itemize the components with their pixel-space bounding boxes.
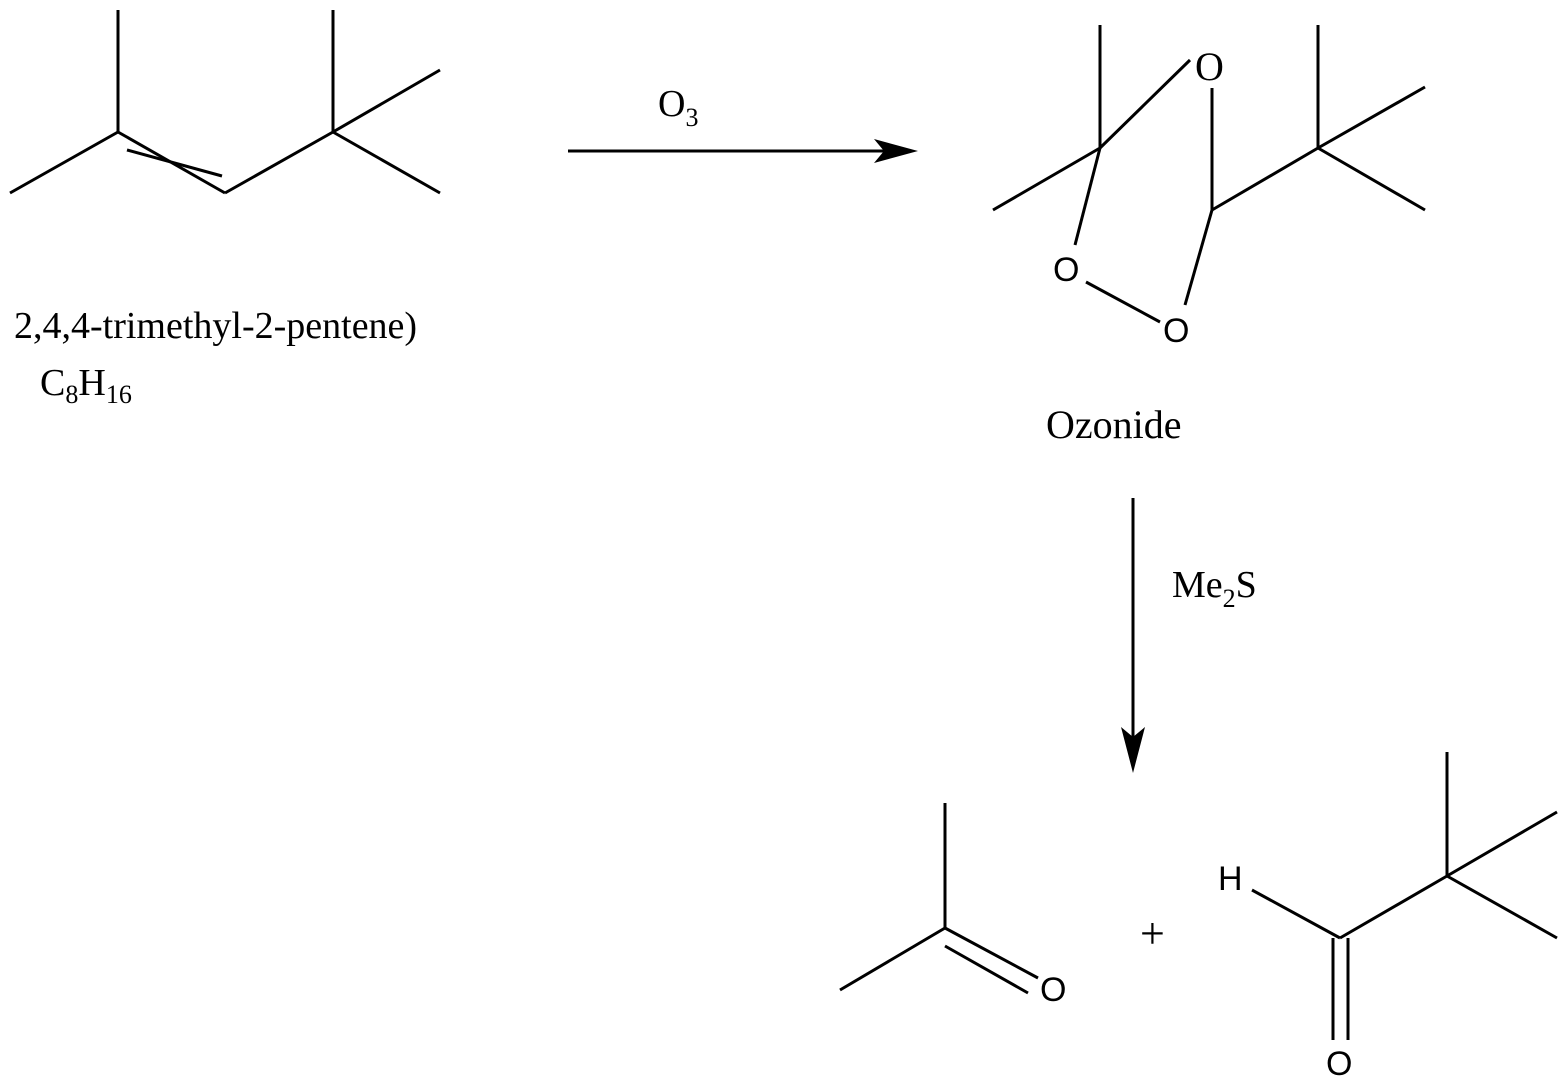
acetone-o: O	[1040, 971, 1066, 1009]
ozonide-label: Ozonide	[1046, 402, 1182, 447]
reactant-name: 2,4,4-trimethyl-2-pentene)	[14, 305, 417, 347]
reaction-arrow-right	[568, 139, 918, 163]
reagent-ozone: O3	[658, 83, 698, 132]
reactant-structure	[9, 10, 441, 195]
ozonide-o-bottom: O	[1163, 312, 1189, 350]
acetone-structure	[839, 803, 1039, 995]
reaction-arrow-down	[1121, 498, 1145, 773]
ozonide-structure	[992, 25, 1426, 324]
plus-sign: +	[1140, 909, 1165, 958]
aldehyde-structure	[1251, 752, 1558, 1040]
ozonide-o-left: O	[1053, 251, 1079, 289]
ozonide-o-top: O	[1195, 44, 1224, 89]
reactant-formula: C8H16	[40, 362, 132, 409]
aldehyde-h: H	[1218, 860, 1243, 898]
aldehyde-o: O	[1326, 1045, 1352, 1083]
reagent-dimethyl-sulfide: Me2S	[1172, 564, 1257, 613]
